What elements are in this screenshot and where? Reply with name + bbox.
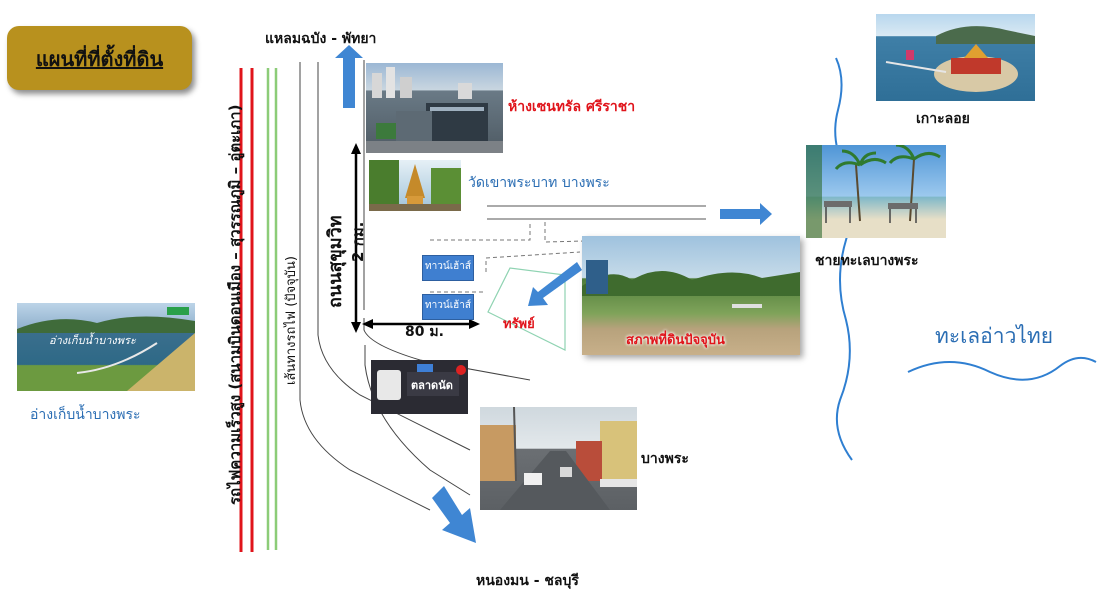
reservoir-photo-caption: อ่างเก็บน้ำบางพระ <box>49 334 136 347</box>
distance-80m-label: 80 ม. <box>405 324 444 340</box>
beach-photo <box>806 145 946 238</box>
arrow-north <box>335 45 363 108</box>
sukhumvit-road-right-edge <box>317 62 471 451</box>
land-photo: สภาพที่ดินปัจจุบัน <box>582 236 800 355</box>
railway-label: เส้นทางรถไฟ (ปัจจุบัน) <box>284 256 299 385</box>
arrow-to-property <box>528 262 582 306</box>
townhouse-block: ทาวน์เฮ้าส์ <box>422 294 474 320</box>
market-sign-text: ตลาดนัด <box>411 379 453 392</box>
map-title: แผนที่ที่ตั้งที่ดิน <box>35 47 164 71</box>
townhouse-label: ทาวน์เฮ้าส์ <box>425 300 471 311</box>
map-title-badge: แผนที่ที่ตั้งที่ดิน <box>7 26 192 90</box>
coastline <box>834 57 853 461</box>
road-name-label: ถนนสุขุมวิท <box>325 215 346 308</box>
soi-road <box>430 222 531 241</box>
arrow-southeast <box>432 486 476 543</box>
property-label: ทรัพย์ <box>503 317 535 332</box>
reservoir-photo: อ่างเก็บน้ำบางพระ <box>17 303 195 391</box>
town-photo <box>480 407 637 510</box>
mall-photo <box>366 63 503 153</box>
highspeed-rail-label: รถไฟความเร็วสูง (สนามบินดอนเมือง – สุวรร… <box>226 104 244 505</box>
sea-wave <box>907 356 1097 381</box>
beach-label: ชายทะเลบางพระ <box>815 253 919 269</box>
townhouse-label: ทาวน์เฮ้าส์ <box>425 261 471 272</box>
land-photo-caption: สภาพที่ดินปัจจุบัน <box>626 333 725 348</box>
sukhumvit-road-left-edge <box>299 62 431 511</box>
market-photo: ตลาดนัด <box>371 360 468 414</box>
north-destination-label: แหลมฉบัง - พัทยา <box>265 31 377 47</box>
lower-road <box>364 345 471 496</box>
temple-photo <box>369 160 461 211</box>
island-photo <box>876 14 1035 101</box>
frontage-road <box>363 318 531 381</box>
sea-label: ทะเลอ่าวไทย <box>935 324 1054 348</box>
south-destination-label: หนองมน - ชลบุรี <box>476 573 579 589</box>
island-label: เกาะลอย <box>916 111 970 127</box>
townhouse-block: ทาวน์เฮ้าส์ <box>422 255 474 281</box>
temple-label: วัดเขาพระบาท บางพระ <box>468 175 610 191</box>
soi-road <box>485 251 581 272</box>
mall-label: ห้างเซนทรัล ศรีราชา <box>508 99 636 115</box>
arrow-east <box>720 203 772 225</box>
reservoir-label: อ่างเก็บน้ำบางพระ <box>30 407 141 423</box>
town-label: บางพระ <box>641 451 689 467</box>
distance-2km-label: 2 กม. <box>349 221 367 262</box>
